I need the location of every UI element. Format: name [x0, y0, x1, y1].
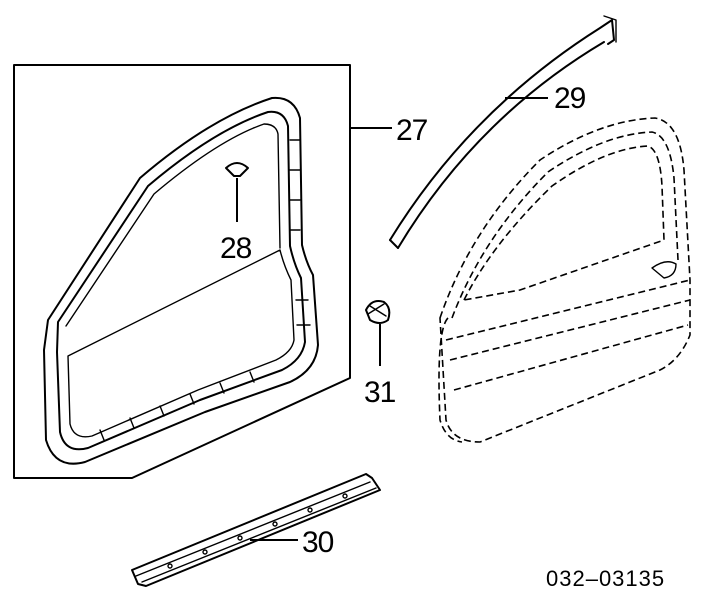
- clip-part-28[interactable]: [225, 162, 249, 222]
- catalog-code: 032–03135: [546, 566, 665, 591]
- door-weatherstrip-part-27[interactable]: [43, 96, 319, 465]
- molding-part-29[interactable]: [389, 15, 617, 249]
- sill-strip-part-30[interactable]: [131, 473, 381, 587]
- callout-29: 29: [554, 82, 586, 115]
- callout-27: 27: [396, 114, 428, 147]
- callout-30: 30: [302, 526, 334, 559]
- part-27-box: [13, 64, 351, 479]
- callout-31: 31: [364, 376, 396, 409]
- fastener-part-31[interactable]: [365, 300, 391, 366]
- callout-28: 28: [220, 232, 252, 265]
- door-shell-reference: [438, 117, 691, 443]
